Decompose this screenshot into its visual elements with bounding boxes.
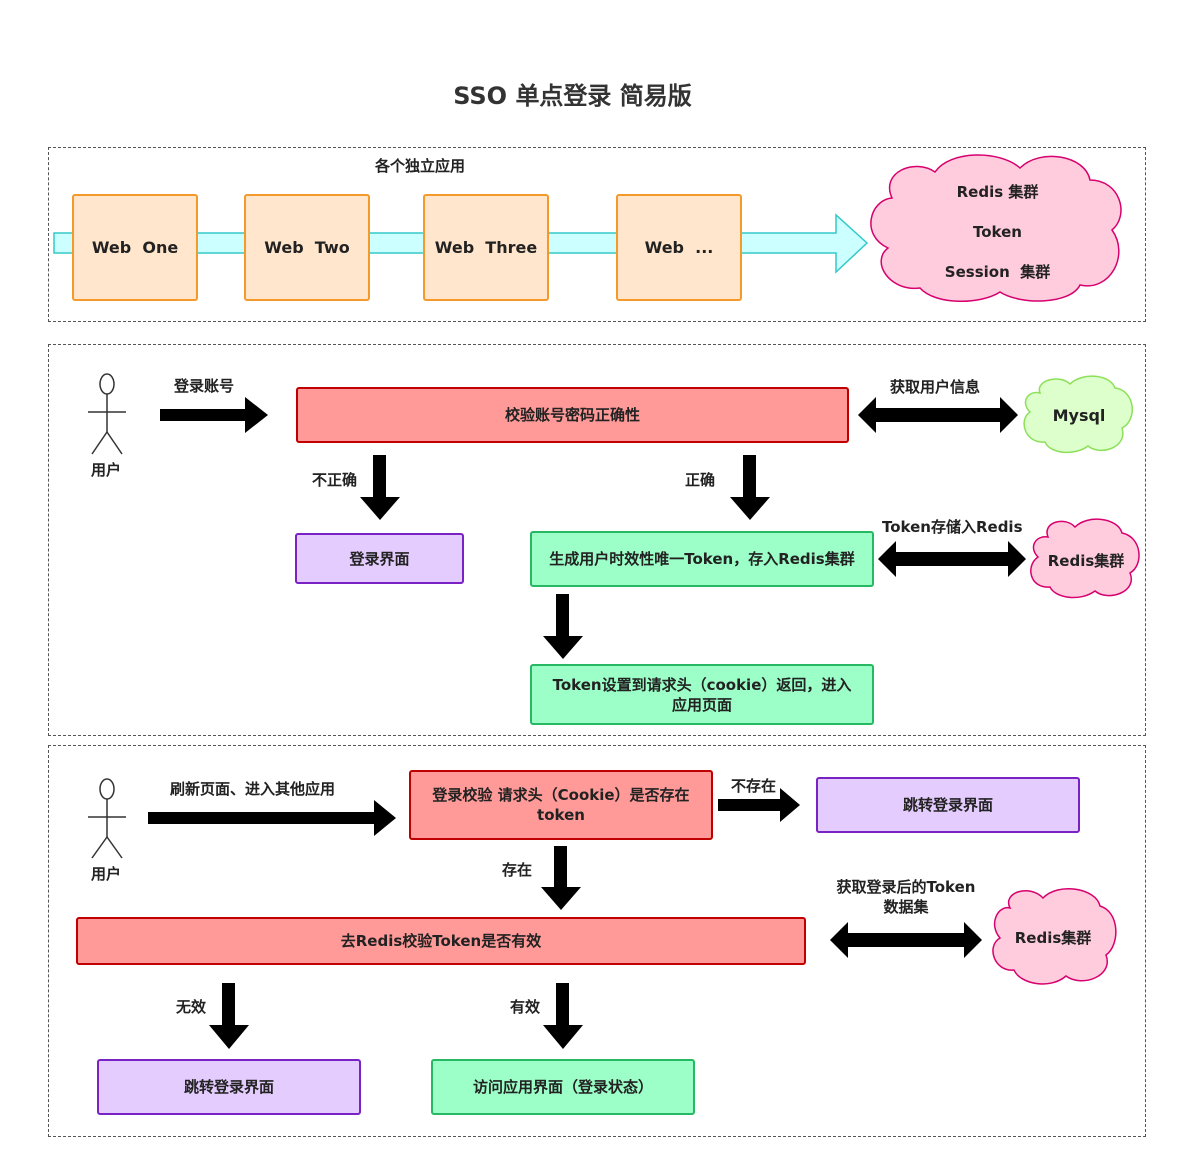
generate-token-box: 生成用户时效性唯一Token，存入Redis集群 [530,531,874,587]
exist-down-arrow [541,846,581,910]
check-cookie-line2: token [537,806,585,824]
incorrect-label: 不正确 [312,471,358,489]
set-cookie-line1: Token设置到请求头（cookie）返回，进入 [552,675,852,694]
invalid-label: 无效 [176,998,207,1016]
not-exist-right-arrow [718,788,800,822]
section-login-panel [48,344,1146,736]
valid-label: 有效 [510,998,541,1016]
get-token-line2: 数据集 [883,898,929,916]
get-user-info-label: 获取用户信息 [890,378,981,396]
mysql-double-arrow [858,397,1018,433]
correct-label: 正确 [685,471,716,489]
check-cookie-box: 登录校验 请求头（Cookie）是否存在 token [409,770,713,840]
section-apps-panel [48,147,1146,322]
login-account-label: 登录账号 [174,377,235,395]
correct-down-arrow [730,455,770,520]
redis-cloud-text-2: Redis集群 [1047,551,1125,570]
set-cookie-line2: 应用页面 [671,695,732,714]
redis-cloud-section3 [992,888,1117,985]
mysql-cloud [1023,375,1133,454]
access-app-box: 访问应用界面（登录状态） [431,1059,695,1115]
redis-session-cloud-text: Redis 集群 Token Session 集群 [910,172,1085,292]
redis-verify-box: 去Redis校验Token是否有效 [76,917,806,965]
redis-cloud-text-3: Redis集群 [1014,928,1092,947]
refresh-right-arrow [148,800,396,836]
redis-double-arrow [878,541,1026,577]
diagram-title: SSO 单点登录 简易版 [453,82,692,110]
mysql-cloud-text: Mysql [1052,405,1106,425]
token-store-label: Token存储入Redis [882,518,1023,536]
login-page-box: 登录界面 [295,533,464,584]
check-cookie-line1: 登录校验 请求头（Cookie）是否存在 [432,786,690,804]
refresh-label: 刷新页面、进入其他应用 [170,780,336,798]
cloud-line-token: Token [973,223,1022,241]
redirect-login-box-2: 跳转登录界面 [97,1059,361,1115]
web-app-one: Web One [72,194,198,301]
cloud-line-redis: Redis 集群 [956,183,1039,201]
user-actor-icon [88,373,126,455]
actor-label-1: 用户 [91,461,122,479]
not-exist-label: 不存在 [731,777,777,795]
independent-apps-label: 各个独立应用 [375,157,466,175]
cookie-down-arrow [543,594,583,659]
incorrect-down-arrow [360,455,400,520]
web-app-more: Web ... [616,194,742,301]
verify-credentials-box: 校验账号密码正确性 [296,387,849,443]
set-cookie-box: Token设置到请求头（cookie）返回，进入 应用页面 [530,664,874,725]
web-app-three: Web Three [423,194,549,301]
section-check-panel [48,745,1146,1137]
redis-session-cloud [870,154,1122,302]
get-token-label: 获取登录后的Token 数据集 [832,877,980,917]
user-actor-icon-2 [88,778,126,859]
invalid-down-arrow [209,983,249,1049]
redis-cloud-section2 [1030,518,1140,599]
redirect-login-box: 跳转登录界面 [816,777,1080,833]
actor-label-2: 用户 [91,865,122,883]
exist-label: 存在 [502,861,533,879]
get-token-line1: 获取登录后的Token [836,878,976,896]
redis-double-arrow-2 [830,922,982,958]
login-right-arrow [160,397,268,433]
valid-down-arrow [543,983,583,1049]
cloud-line-session: Session 集群 [944,263,1051,281]
web-app-two: Web Two [244,194,370,301]
